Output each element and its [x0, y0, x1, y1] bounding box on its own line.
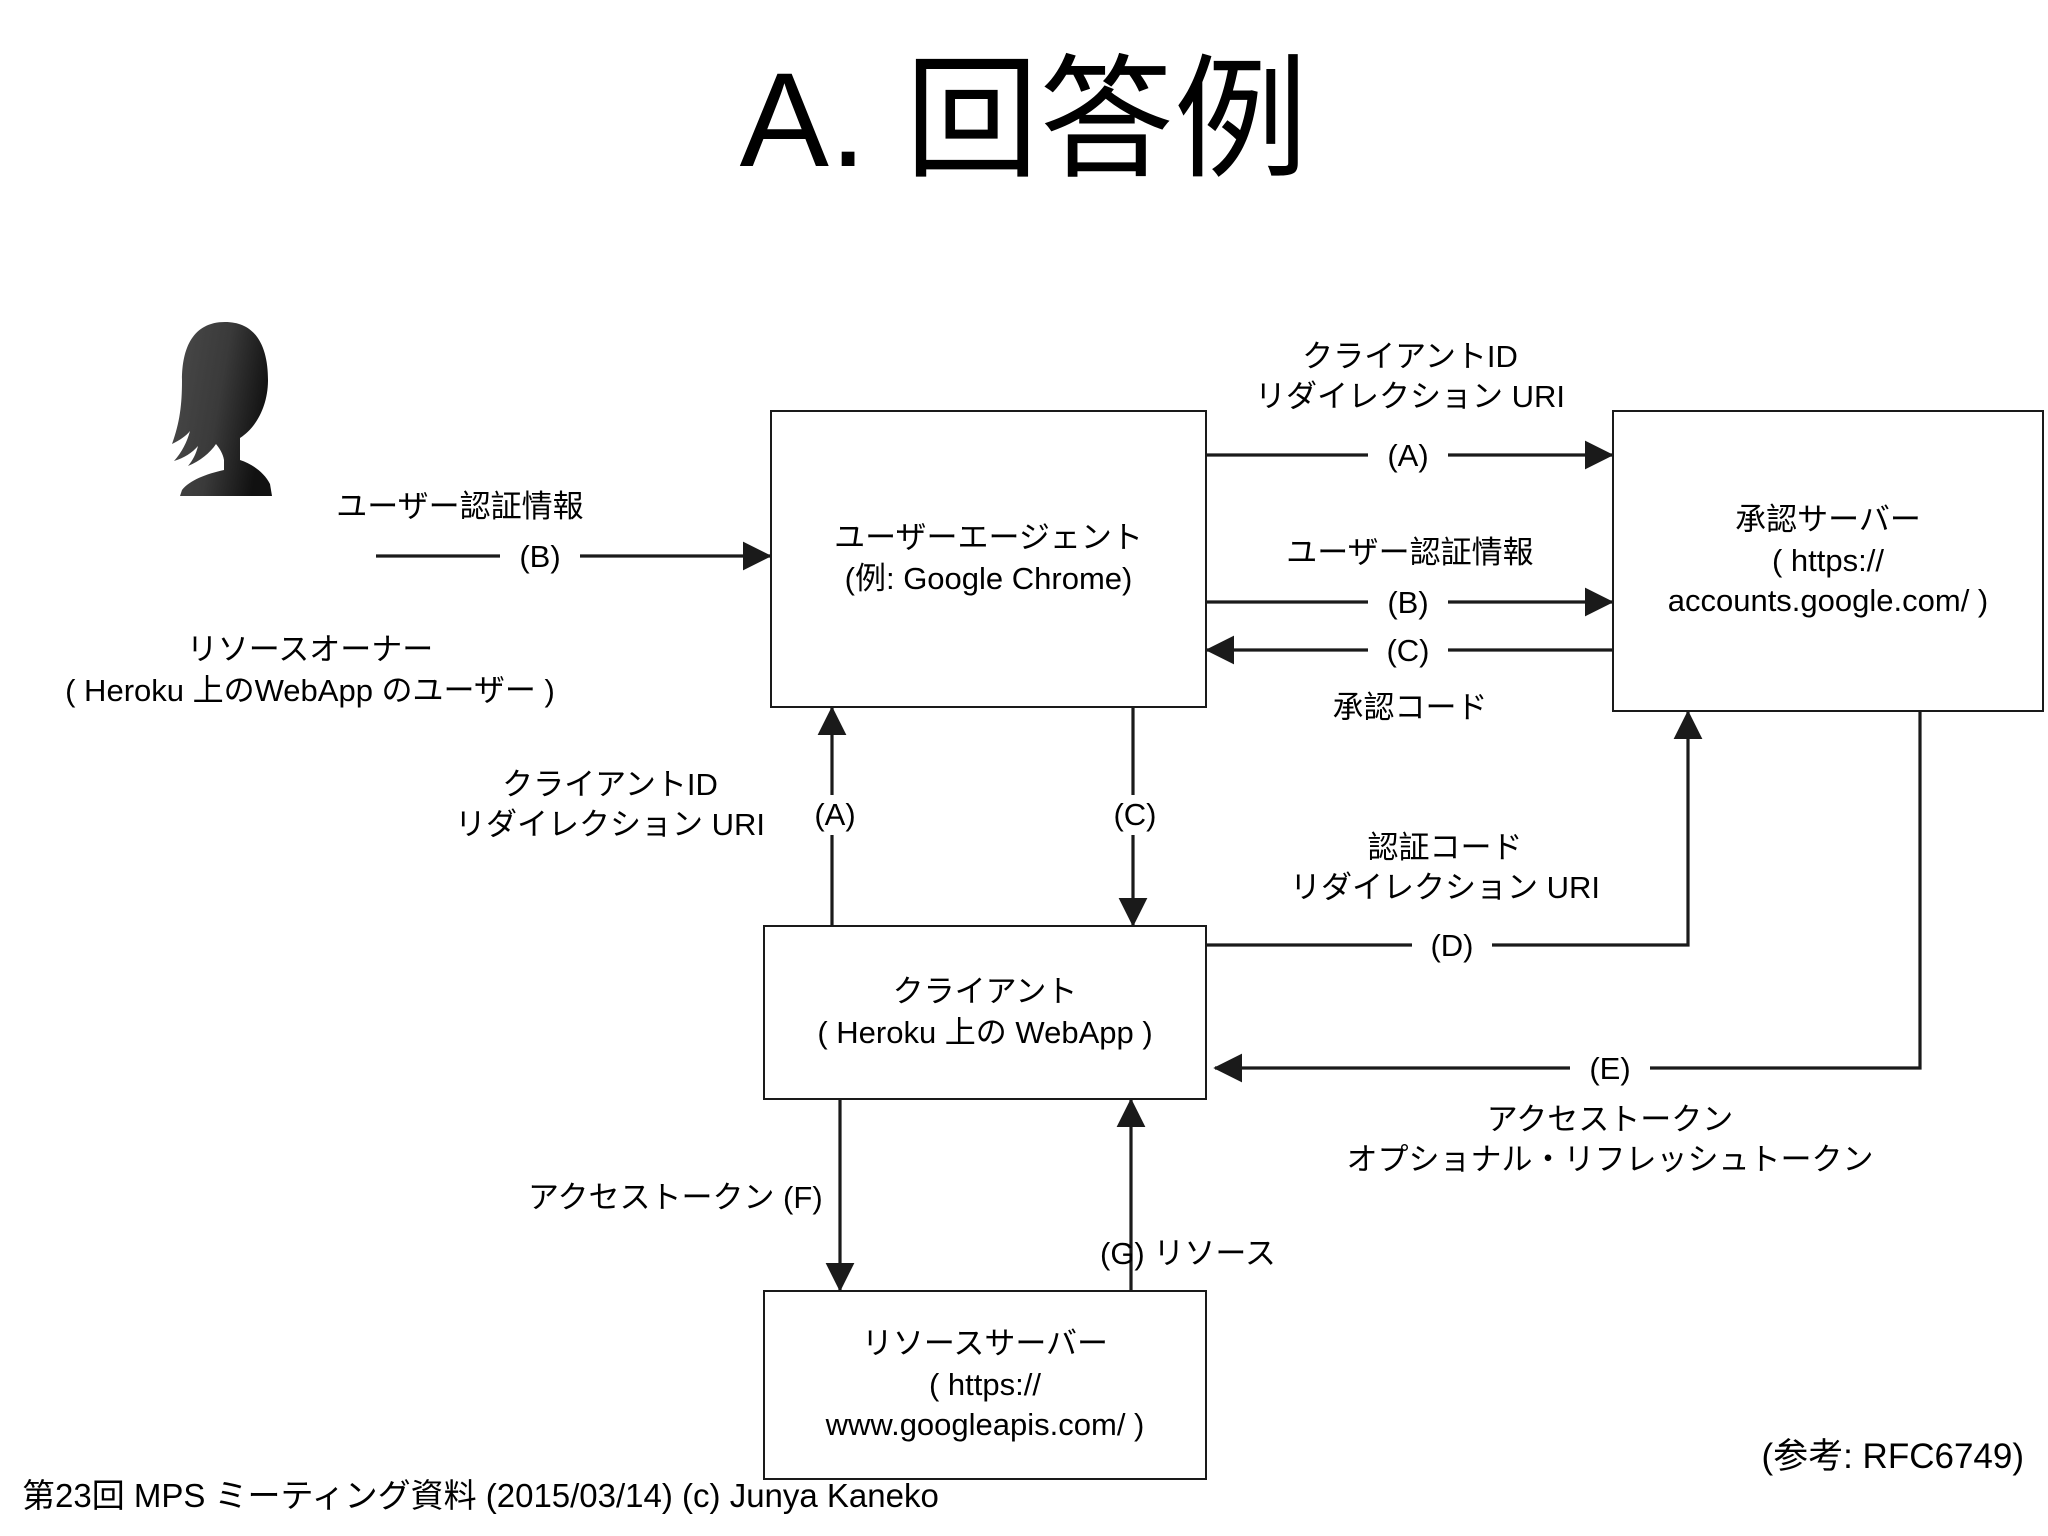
edge-label-agent-to-auth-a-text: クライアントID リダイレクション URI: [1200, 337, 1620, 418]
edge-label-client-to-agent-a-step: (A): [800, 795, 870, 836]
edge-label-auth-to-agent-c-step: (C): [1368, 631, 1448, 672]
edge-label-agent-to-client-c-step: (C): [1100, 795, 1170, 836]
edge-label-agent-to-auth-a-step: (A): [1368, 436, 1448, 477]
edge-label-a-line2: リダイレクション URI: [1255, 379, 1565, 415]
node-resource-server-line2: ( https://: [929, 1366, 1041, 1402]
edge-label-owner-to-agent-above: ユーザー認証情報: [336, 489, 584, 524]
node-user-agent-line1: ユーザーエージェント: [834, 520, 1143, 556]
node-user-agent-line2: (例: Google Chrome): [844, 561, 1133, 596]
page-title: A. 回答例: [739, 46, 1309, 195]
edge-label-client-a-line2: リダイレクション URI: [455, 807, 765, 843]
node-authorization-server[interactable]: 承認サーバー ( https:// accounts.google.com/ ): [1612, 410, 2044, 712]
node-user-agent[interactable]: ユーザーエージェント (例: Google Chrome): [770, 410, 1207, 708]
edge-label-client-a-line1: クライアントID: [502, 767, 718, 802]
node-client-line1: クライアント: [892, 973, 1078, 1009]
edge-label-e-line1: アクセストークン: [1486, 1102, 1734, 1137]
edge-label-client-to-auth-d-text: 認証コード リダイレクション URI: [1230, 828, 1660, 909]
edge-label-resource-to-client-g: (G) リソース: [1100, 1236, 1276, 1271]
edge-label-b-above: ユーザー認証情報: [1286, 535, 1534, 570]
node-resource-server-line1: リソースサーバー: [861, 1325, 1109, 1361]
resource-owner-title: リソースオーナー: [186, 632, 434, 667]
edge-label-client-to-resource-f: アクセストークン (F): [528, 1180, 823, 1215]
edge-label-auth-to-client-e-step: (E): [1570, 1049, 1650, 1090]
node-client-line2: ( Heroku 上の WebApp ): [817, 1014, 1153, 1050]
node-client[interactable]: クライアント ( Heroku 上の WebApp ): [763, 925, 1207, 1100]
resource-owner-caption: リソースオーナー ( Heroku 上のWebApp のユーザー ): [0, 630, 640, 712]
edge-label-a-line1: クライアントID: [1302, 339, 1518, 374]
edge-auth-to-client-e: [1213, 712, 1922, 1083]
person-silhouette-icon: [172, 322, 272, 496]
edge-label-client-to-auth-d-step: (D): [1412, 926, 1492, 967]
footer-credit: 第23回 MPS ミーティング資料 (2015/03/14) (c) Junya…: [22, 1477, 939, 1514]
edge-label-auth-to-client-e-below: アクセストークン オプショナル・リフレッシュトークン: [1240, 1100, 1980, 1181]
reference-note: (参考: RFC6749): [1761, 1437, 2024, 1476]
edge-label-auth-to-agent-c-below: 承認コード: [1332, 690, 1488, 725]
node-resource-server[interactable]: リソースサーバー ( https:// www.googleapis.com/ …: [763, 1290, 1207, 1480]
node-auth-server-line3: accounts.google.com/ ): [1667, 583, 1989, 619]
edge-label-client-to-agent-a-text: クライアントID リダイレクション URI: [440, 765, 780, 846]
edge-label-d-line1: 認証コード: [1367, 830, 1523, 865]
edge-label-owner-to-agent-text: ユーザー認証情報: [300, 487, 620, 527]
node-resource-server-line3: www.googleapis.com/ ): [825, 1407, 1145, 1443]
edge-label-d-line2: リダイレクション URI: [1290, 870, 1600, 906]
edge-client-to-auth-d: [1207, 710, 1703, 947]
edge-label-e-line2: オプショナル・リフレッシュトークン: [1346, 1142, 1874, 1178]
resource-owner-subtitle: ( Heroku 上のWebApp のユーザー ): [65, 672, 555, 708]
edge-label-owner-to-agent-step: (B): [500, 537, 580, 578]
edge-label-agent-to-auth-b-step: (B): [1368, 583, 1448, 624]
node-auth-server-line1: 承認サーバー: [1735, 501, 1921, 537]
node-auth-server-line2: ( https://: [1772, 542, 1884, 578]
edge-label-agent-to-auth-b-text: ユーザー認証情報: [1200, 533, 1620, 573]
